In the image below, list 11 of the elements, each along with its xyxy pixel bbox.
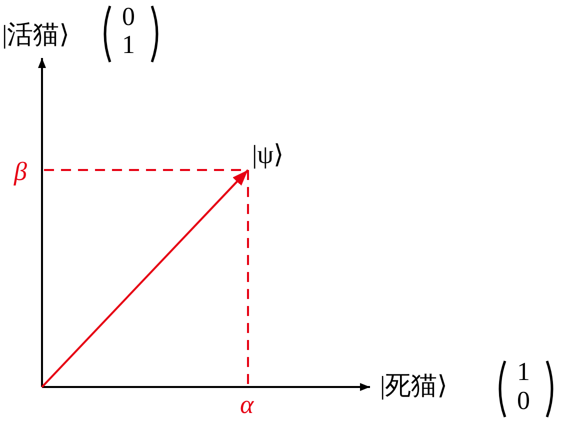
vector-entry: 0 (517, 386, 530, 416)
vector-entry: 1 (122, 30, 135, 60)
axis-label: |活猫⟩ (2, 20, 70, 50)
ket-label: |ψ⟩ (252, 140, 284, 170)
component-label: α (240, 390, 254, 420)
projection-line (247, 170, 249, 387)
axis-label: |死猫⟩ (380, 371, 448, 401)
component-label: β (14, 157, 27, 187)
vector-arrow (41, 169, 249, 388)
vector-entry: 0 (122, 2, 135, 32)
vector-entry: 1 (517, 357, 530, 387)
